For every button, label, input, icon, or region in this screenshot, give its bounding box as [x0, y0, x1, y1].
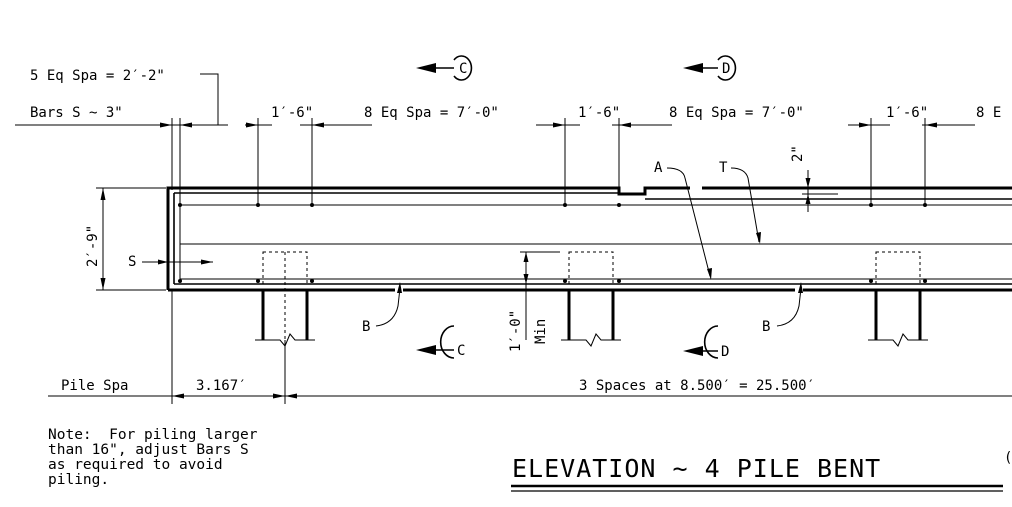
top-dimension-strip — [15, 73, 975, 205]
cap-height-dim — [96, 187, 166, 291]
dim-8-eq-spa-second: 8 Eq Spa = 7′-0" — [669, 105, 804, 121]
section-d-top-label: D — [722, 61, 730, 77]
note-line-4: piling. — [48, 472, 110, 488]
section-c-bottom-label: C — [457, 343, 465, 359]
note-line-2: than 16", adjust Bars S — [48, 442, 249, 458]
section-d-bottom-label: D — [721, 344, 729, 360]
pile-spa-first: 3.167′ — [196, 378, 247, 394]
embed-min-dim — [520, 251, 560, 340]
bar-b-right-label: B — [762, 319, 770, 335]
bent-cap — [166, 186, 1012, 340]
section-marker-c-bottom: C — [416, 325, 465, 359]
bar-b-left-label: B — [362, 319, 370, 335]
bar-b-left-leader — [375, 287, 401, 327]
cap-height-label: 2′-9" — [85, 225, 101, 267]
dim-1-6-first: 1′-6" — [271, 105, 313, 121]
pile-spa-rest: 3 Spaces at 8.500′ = 25.500′ — [579, 378, 815, 394]
section-marker-d-top: D — [683, 55, 737, 81]
bars-s-spacing-label: Bars S ~ 3" — [30, 105, 123, 121]
bars-s-eq-spa-dim: 5 Eq Spa = 2′-2" — [30, 68, 165, 84]
section-marker-d-bottom: D — [683, 325, 729, 360]
bar-t-leader — [730, 167, 760, 243]
drawing-title: ELEVATION ~ 4 PILE BENT — [512, 454, 881, 483]
embed-min-word: Min — [533, 319, 549, 344]
dim-1-6-third: 1′-6" — [886, 105, 928, 121]
title-partial-suffix: ( — [1004, 450, 1012, 466]
note-line-1: Note: For piling larger — [48, 427, 258, 443]
bar-s-label: S — [128, 254, 136, 270]
dim-1-6-second: 1′-6" — [578, 105, 620, 121]
step-height-dim — [802, 170, 838, 212]
note-line-3: as required to avoid — [48, 457, 223, 473]
pile-spacing-dim — [48, 290, 1012, 404]
piles — [255, 290, 928, 347]
bar-t-label: T — [719, 160, 728, 176]
bar-a-leader — [666, 167, 711, 277]
bar-a-label: A — [654, 160, 663, 176]
section-c-top-label: C — [459, 61, 467, 77]
pile-spa-label: Pile Spa — [61, 378, 128, 394]
section-marker-c-top: C — [416, 55, 473, 81]
bar-b-right-leader — [776, 287, 802, 327]
step-height-label: 2" — [790, 145, 806, 162]
dim-8-eq-spa-third-partial: 8 E — [976, 105, 1001, 121]
dim-8-eq-spa-first: 8 Eq Spa = 7′-0" — [364, 105, 499, 121]
embed-min-label: 1′-0" — [508, 310, 524, 352]
